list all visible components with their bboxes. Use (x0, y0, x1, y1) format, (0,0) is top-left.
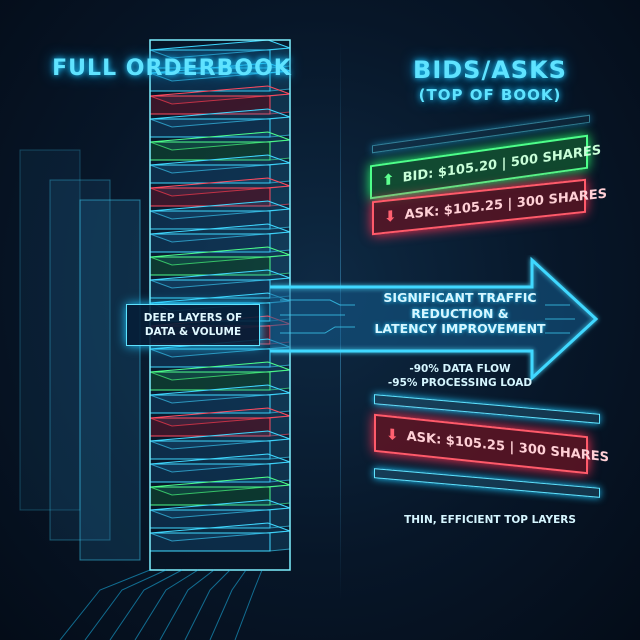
bids-asks-subtitle: (TOP OF BOOK) (418, 86, 562, 104)
deep-layers-label: DEEP LAYERS OF DATA & VOLUME (126, 304, 260, 346)
deep-layers-line1: DEEP LAYERS OF (143, 311, 243, 324)
arrow-up-icon: ⬆ (382, 169, 395, 190)
stat-processing-load: -95% PROCESSING LOAD (387, 377, 533, 390)
circuit-trace (84, 569, 167, 640)
arrow-line2: REDUCTION & (411, 305, 509, 321)
circuit-trace (234, 569, 263, 640)
background-stack-column (19, 149, 81, 511)
circuit-trace (109, 569, 183, 640)
circuit-trace (134, 569, 199, 640)
arrow-shape (270, 256, 599, 382)
reduction-stats: -90% DATA FLOW -95% PROCESSING LOAD (360, 362, 560, 390)
orderbook-layer (149, 532, 271, 552)
circuit-trace (209, 569, 247, 640)
circuit-trace (59, 569, 151, 640)
arrow-down-icon: ⬇ (386, 425, 399, 445)
arrow-message: SIGNIFICANT TRAFFIC REDUCTION & LATENCY … (360, 290, 560, 337)
orderbook-title: FULL ORDERBOOK (52, 56, 292, 81)
background-stack-column (79, 199, 141, 561)
arrow-line3: LATENCY IMPROVEMENT (374, 321, 546, 337)
arrow-circuit-traces (280, 299, 575, 334)
reduction-arrow (270, 256, 599, 382)
circuit-trace (159, 569, 215, 640)
thin-layers-caption: THIN, EFFICIENT TOP LAYERS (404, 514, 576, 526)
bids-asks-title: BIDS/ASKS (413, 56, 567, 84)
stat-data-flow: -90% DATA FLOW (409, 363, 511, 375)
arrow-line1: SIGNIFICANT TRAFFIC (383, 290, 537, 305)
deep-layers-line2: DATA & VOLUME (144, 326, 242, 338)
arrow-down-icon: ⬇ (384, 206, 397, 226)
circuit-trace (184, 569, 231, 640)
orderbook-layer-side (269, 530, 291, 552)
